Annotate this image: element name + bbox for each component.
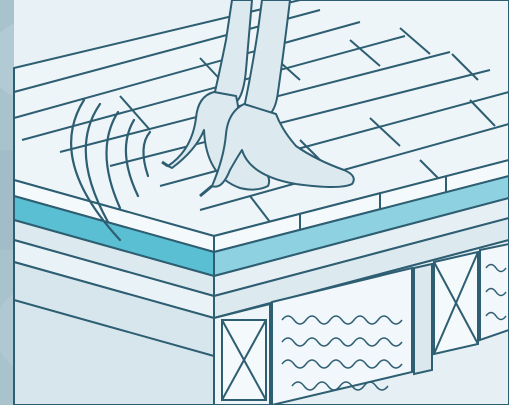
cross-brace-icon xyxy=(434,252,478,354)
cross-brace-icon xyxy=(222,320,266,400)
